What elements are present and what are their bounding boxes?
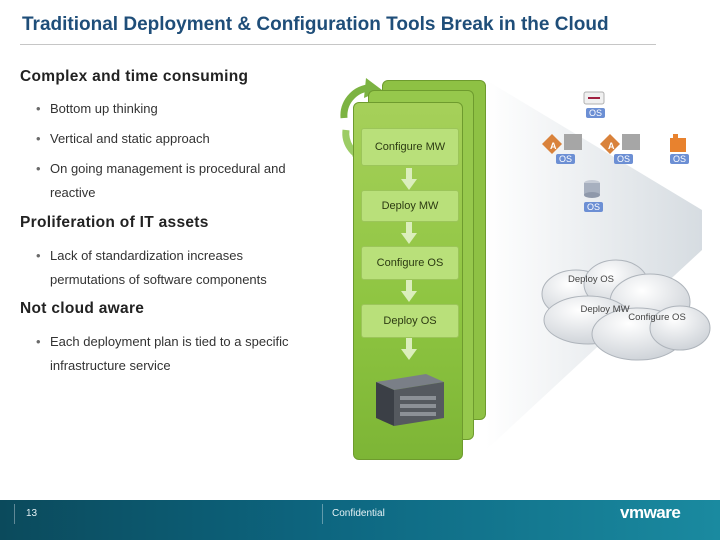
app-icon — [670, 134, 686, 152]
app-letter: A — [550, 141, 557, 151]
section-heading-not-cloud-aware: Not cloud aware — [20, 300, 145, 317]
bullet-item: • On going management is procedural and … — [36, 157, 321, 205]
stage-deploy-os: Deploy OS — [361, 304, 459, 338]
bullet-item: • Each deployment plan is tied to a spec… — [36, 330, 326, 378]
down-arrow-icon — [401, 222, 417, 244]
title-divider — [20, 44, 656, 45]
os-tag: OS — [584, 202, 604, 212]
os-tag: OS — [614, 154, 634, 164]
server-icon — [376, 374, 444, 426]
bullet-text: Bottom up thinking — [50, 101, 158, 116]
os-tag: OS — [556, 154, 576, 164]
slide-title: Traditional Deployment & Configuration T… — [22, 14, 609, 35]
confidential-label: Confidential — [332, 508, 385, 519]
cloud-icon — [541, 259, 711, 361]
bullet-dot: • — [36, 161, 41, 176]
footer-divider — [322, 504, 703, 524]
bullet-text: Vertical and static approach — [50, 131, 210, 146]
footer-divider — [14, 504, 315, 524]
cloud-label-deploy-os: Deploy OS — [568, 274, 614, 285]
bullet-dot: • — [36, 131, 41, 146]
bullet-item: • Lack of standardization increases perm… — [36, 244, 306, 292]
stage-deploy-mw: Deploy MW — [361, 190, 459, 222]
bullet-item: • Vertical and static approach — [36, 127, 316, 151]
bullet-dot: • — [36, 334, 41, 349]
stage-configure-mw: Configure MW — [361, 128, 459, 166]
cloud-label-configure-os: Configure OS — [628, 312, 686, 323]
down-arrow-icon — [401, 280, 417, 302]
footer-bar: 13 Confidential vmware — [0, 500, 720, 540]
vm-app-icon: A — [542, 134, 582, 154]
section-heading-proliferation: Proliferation of IT assets — [20, 214, 209, 231]
bullet-item: • Bottom up thinking — [36, 97, 316, 121]
bullet-dot: • — [36, 101, 41, 116]
down-arrow-icon — [401, 168, 417, 190]
os-tag: OS — [586, 108, 606, 118]
stage-configure-os: Configure OS — [361, 246, 459, 280]
os-tag: OS — [670, 154, 690, 164]
vmware-logo: vmware — [620, 503, 681, 522]
section-heading-complex: Complex and time consuming — [20, 68, 249, 85]
bullet-text: Each deployment plan is tied to a specif… — [50, 334, 289, 373]
page-number: 13 — [26, 508, 38, 519]
funnel-arrow-graphic — [486, 80, 702, 450]
database-icon — [584, 180, 600, 198]
cloud-label-deploy-mw: Deploy MW — [580, 304, 630, 315]
app-letter: A — [608, 141, 615, 151]
bullet-dot: • — [36, 248, 41, 263]
vm-icon — [583, 91, 605, 105]
down-arrow-icon — [401, 338, 417, 360]
bullet-text: Lack of standardization increases permut… — [50, 248, 267, 287]
vm-app-icon: A — [600, 134, 640, 154]
bullet-text: On going management is procedural and re… — [50, 161, 286, 200]
